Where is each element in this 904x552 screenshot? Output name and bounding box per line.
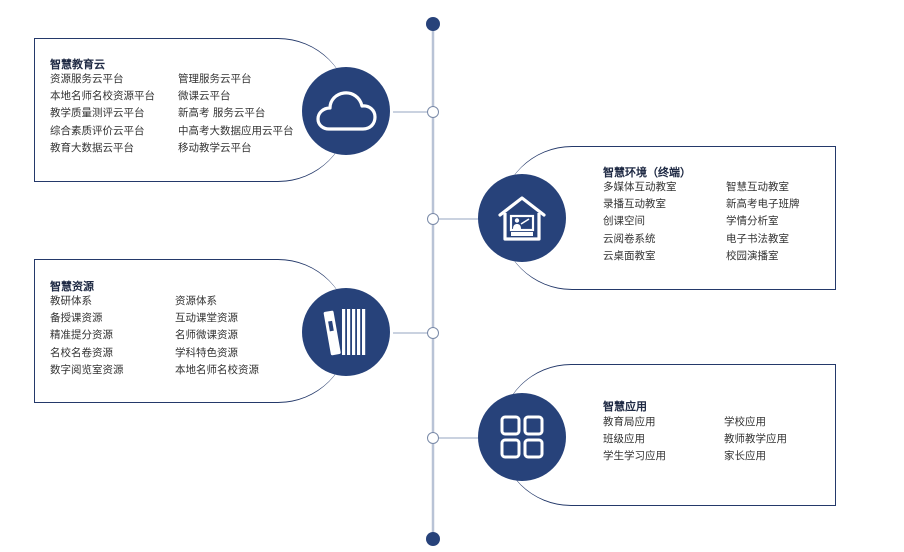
list-item: 创课空间 — [603, 215, 645, 228]
list-item: 教研体系 — [50, 295, 92, 307]
books-icon — [323, 309, 366, 356]
environment-card-list: 多媒体互动教室 智慧互动教室 录播互动教室 新高考电子班牌 创课空间 学情分析室… — [603, 179, 826, 265]
list-item: 互动课堂资源 — [175, 312, 238, 325]
timeline-node-cloud — [427, 106, 439, 118]
list-item: 资源服务云平台 — [50, 73, 124, 85]
list-item: 名校名卷资源 — [50, 346, 113, 359]
list-item: 本地名师名校资源平台 — [50, 90, 155, 103]
list-item: 教育大数据云平台 — [50, 141, 134, 154]
list-item: 微课云平台 — [178, 90, 231, 103]
cloud-card-list: 资源服务云平台 管理服务云平台 本地名师名校资源平台 微课云平台 教学质量测评云… — [50, 71, 318, 157]
list-item: 资源体系 — [175, 295, 217, 307]
books-icon-circle — [302, 288, 390, 376]
list-item: 中高考大数据应用云平台 — [178, 124, 294, 137]
list-item: 学生学习应用 — [603, 450, 666, 463]
timeline-node-resources — [427, 327, 439, 339]
list-item: 学科特色资源 — [175, 346, 238, 359]
resources-card-list: 教研体系 资源体系 备授课资源 互动课堂资源 精准提分资源 名师微课资源 名校名… — [50, 293, 295, 379]
list-item: 教学质量测评云平台 — [50, 107, 145, 120]
list-item: 云阅卷系统 — [603, 232, 656, 245]
list-item: 班级应用 — [603, 433, 645, 446]
list-item: 移动教学云平台 — [178, 141, 252, 154]
timeline-node-applications — [427, 432, 439, 444]
list-item: 多媒体互动教室 — [603, 181, 677, 193]
timeline-top-cap — [426, 17, 440, 31]
list-item: 教育局应用 — [603, 416, 656, 428]
list-item: 智慧互动教室 — [726, 181, 789, 193]
resources-card — [34, 259, 350, 403]
list-item: 录播互动教室 — [603, 198, 666, 211]
list-item: 云桌面教室 — [603, 249, 656, 262]
list-item: 综合素质评价云平台 — [50, 124, 145, 137]
classroom-icon-circle — [478, 174, 566, 262]
environment-card-title: 智慧环境（终端） — [603, 166, 691, 179]
cloud-card-title: 智慧教育云 — [50, 58, 105, 71]
list-item: 数字阅览室资源 — [50, 363, 124, 376]
timeline-node-environment — [427, 213, 439, 225]
cloud-icon-circle — [302, 67, 390, 155]
list-item: 本地名师名校资源 — [175, 363, 259, 376]
grid-apps-icon-circle — [478, 393, 566, 481]
applications-card-list: 教育局应用 学校应用 班级应用 教师教学应用 学生学习应用 家长应用 — [603, 414, 824, 466]
list-item: 学情分析室 — [726, 215, 779, 228]
cloud-card — [34, 38, 350, 182]
list-item: 名师微课资源 — [175, 329, 238, 342]
resources-card-title: 智慧资源 — [50, 280, 94, 293]
applications-card-title: 智慧应用 — [603, 400, 647, 413]
list-item: 精准提分资源 — [50, 329, 113, 342]
list-item: 新高考 服务云平台 — [178, 107, 266, 120]
list-item: 新高考电子班牌 — [726, 198, 800, 211]
grid-apps-icon — [500, 415, 544, 459]
list-item: 备授课资源 — [50, 312, 103, 325]
list-item: 校园演播室 — [726, 249, 779, 262]
timeline-bottom-cap — [426, 532, 440, 546]
classroom-icon — [498, 196, 546, 241]
list-item: 教师教学应用 — [724, 433, 787, 446]
list-item: 管理服务云平台 — [178, 73, 252, 85]
list-item: 家长应用 — [724, 450, 766, 463]
list-item: 电子书法教室 — [726, 232, 789, 245]
list-item: 学校应用 — [724, 416, 766, 428]
cloud-icon — [316, 91, 377, 131]
